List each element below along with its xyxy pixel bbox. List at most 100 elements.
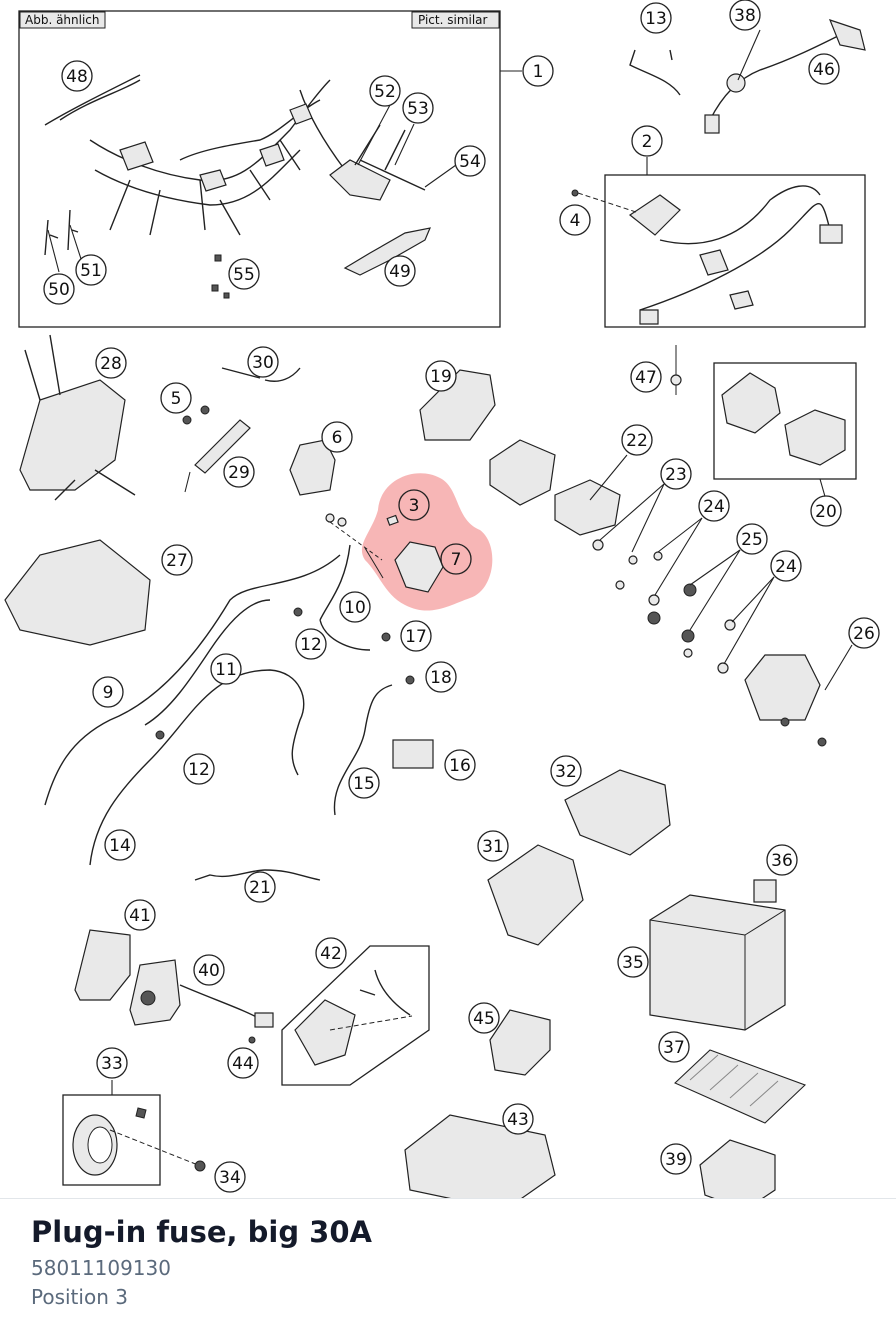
callout-16: 16 — [444, 749, 476, 781]
callout-18: 18 — [425, 661, 457, 693]
svg-text:11: 11 — [215, 660, 237, 680]
svg-text:48: 48 — [66, 67, 88, 87]
svg-text:12: 12 — [300, 635, 322, 655]
callout-33: 33 — [96, 1047, 128, 1079]
callout-24: 24 — [770, 550, 802, 582]
svg-text:55: 55 — [233, 265, 255, 285]
callout-52: 52 — [369, 75, 401, 107]
callout-12: 12 — [295, 628, 327, 660]
callout-39: 39 — [660, 1143, 692, 1175]
svg-text:10: 10 — [344, 598, 366, 618]
callout-32: 32 — [550, 755, 582, 787]
svg-text:14: 14 — [109, 836, 131, 856]
box-label-similar-en: Pict. similar — [418, 13, 488, 27]
svg-text:13: 13 — [645, 9, 667, 29]
svg-text:9: 9 — [103, 683, 114, 703]
svg-text:39: 39 — [665, 1150, 687, 1170]
svg-text:1: 1 — [533, 62, 544, 82]
svg-text:28: 28 — [100, 354, 122, 374]
highlight-selected-part — [361, 473, 493, 611]
callout-31: 31 — [477, 830, 509, 862]
svg-text:52: 52 — [374, 82, 396, 102]
svg-text:29: 29 — [228, 463, 250, 483]
svg-text:27: 27 — [166, 551, 188, 571]
callout-26: 26 — [848, 617, 880, 649]
callout-49: 49 — [384, 255, 416, 287]
svg-text:37: 37 — [663, 1038, 685, 1058]
callout-10: 10 — [339, 591, 371, 623]
callout-48: 48 — [61, 60, 93, 92]
svg-text:18: 18 — [430, 668, 452, 688]
loose-parts — [4, 19, 866, 1200]
svg-text:50: 50 — [48, 280, 70, 300]
callout-34: 34 — [214, 1161, 246, 1193]
svg-text:53: 53 — [407, 99, 429, 119]
callout-38: 38 — [729, 0, 761, 31]
fuse-holder-part — [325, 513, 444, 593]
callout-2: 2 — [631, 125, 663, 157]
callout-29: 29 — [223, 456, 255, 488]
svg-text:6: 6 — [332, 428, 343, 448]
callout-6: 6 — [321, 421, 353, 453]
svg-text:47: 47 — [635, 368, 657, 388]
svg-text:46: 46 — [813, 60, 835, 80]
svg-text:12: 12 — [188, 760, 210, 780]
callout-43: 43 — [502, 1103, 534, 1135]
part-info-panel: Plug-in fuse, big 30A 58011109130 Positi… — [0, 1198, 896, 1336]
svg-text:26: 26 — [853, 624, 875, 644]
svg-text:40: 40 — [198, 961, 220, 981]
callout-13: 13 — [640, 2, 672, 34]
svg-text:17: 17 — [405, 627, 427, 647]
svg-text:23: 23 — [665, 465, 687, 485]
callout-22: 22 — [621, 424, 653, 456]
svg-text:24: 24 — [703, 497, 725, 517]
switch-housing-box — [713, 362, 857, 480]
callout-54: 54 — [454, 145, 486, 177]
svg-text:42: 42 — [320, 944, 342, 964]
svg-text:36: 36 — [771, 851, 793, 871]
callout-41: 41 — [124, 899, 156, 931]
callout-11: 11 — [210, 653, 242, 685]
sub-harness-box — [571, 174, 866, 328]
callout-21: 21 — [244, 871, 276, 903]
callout-42: 42 — [315, 937, 347, 969]
svg-text:41: 41 — [129, 906, 151, 926]
svg-text:43: 43 — [507, 1110, 529, 1130]
svg-text:3: 3 — [409, 496, 420, 516]
callout-36: 36 — [766, 844, 798, 876]
svg-text:49: 49 — [389, 262, 411, 282]
callout-20: 20 — [810, 495, 842, 527]
callout-24: 24 — [698, 490, 730, 522]
svg-text:24: 24 — [775, 557, 797, 577]
callout-15: 15 — [348, 767, 380, 799]
svg-text:44: 44 — [232, 1054, 254, 1074]
svg-text:2: 2 — [642, 132, 653, 152]
svg-text:54: 54 — [459, 152, 481, 172]
svg-text:45: 45 — [473, 1009, 495, 1029]
exploded-parts-diagram: Abb. ähnlich Pict. similar — [4, 0, 880, 1200]
svg-text:33: 33 — [101, 1054, 123, 1074]
svg-text:21: 21 — [249, 878, 271, 898]
svg-text:19: 19 — [430, 367, 452, 387]
callout-7: 7 — [440, 543, 472, 575]
callout-19: 19 — [425, 360, 457, 392]
callout-5: 5 — [160, 382, 192, 414]
callout-50: 50 — [43, 273, 75, 305]
callout-55: 55 — [228, 258, 260, 290]
callout-47: 47 — [630, 361, 662, 393]
callout-1: 1 — [522, 55, 554, 87]
svg-text:34: 34 — [219, 1168, 241, 1188]
callout-12: 12 — [183, 753, 215, 785]
svg-text:5: 5 — [171, 389, 182, 409]
callout-9: 9 — [92, 676, 124, 708]
callout-17: 17 — [400, 620, 432, 652]
callout-3: 3 — [398, 489, 430, 521]
callout-40: 40 — [193, 954, 225, 986]
svg-text:30: 30 — [252, 353, 274, 373]
callout-27: 27 — [161, 544, 193, 576]
callout-leaders — [47, 29, 853, 1095]
horn-box — [62, 1094, 206, 1186]
svg-text:15: 15 — [353, 774, 375, 794]
svg-text:51: 51 — [80, 261, 102, 281]
svg-text:35: 35 — [622, 953, 644, 973]
